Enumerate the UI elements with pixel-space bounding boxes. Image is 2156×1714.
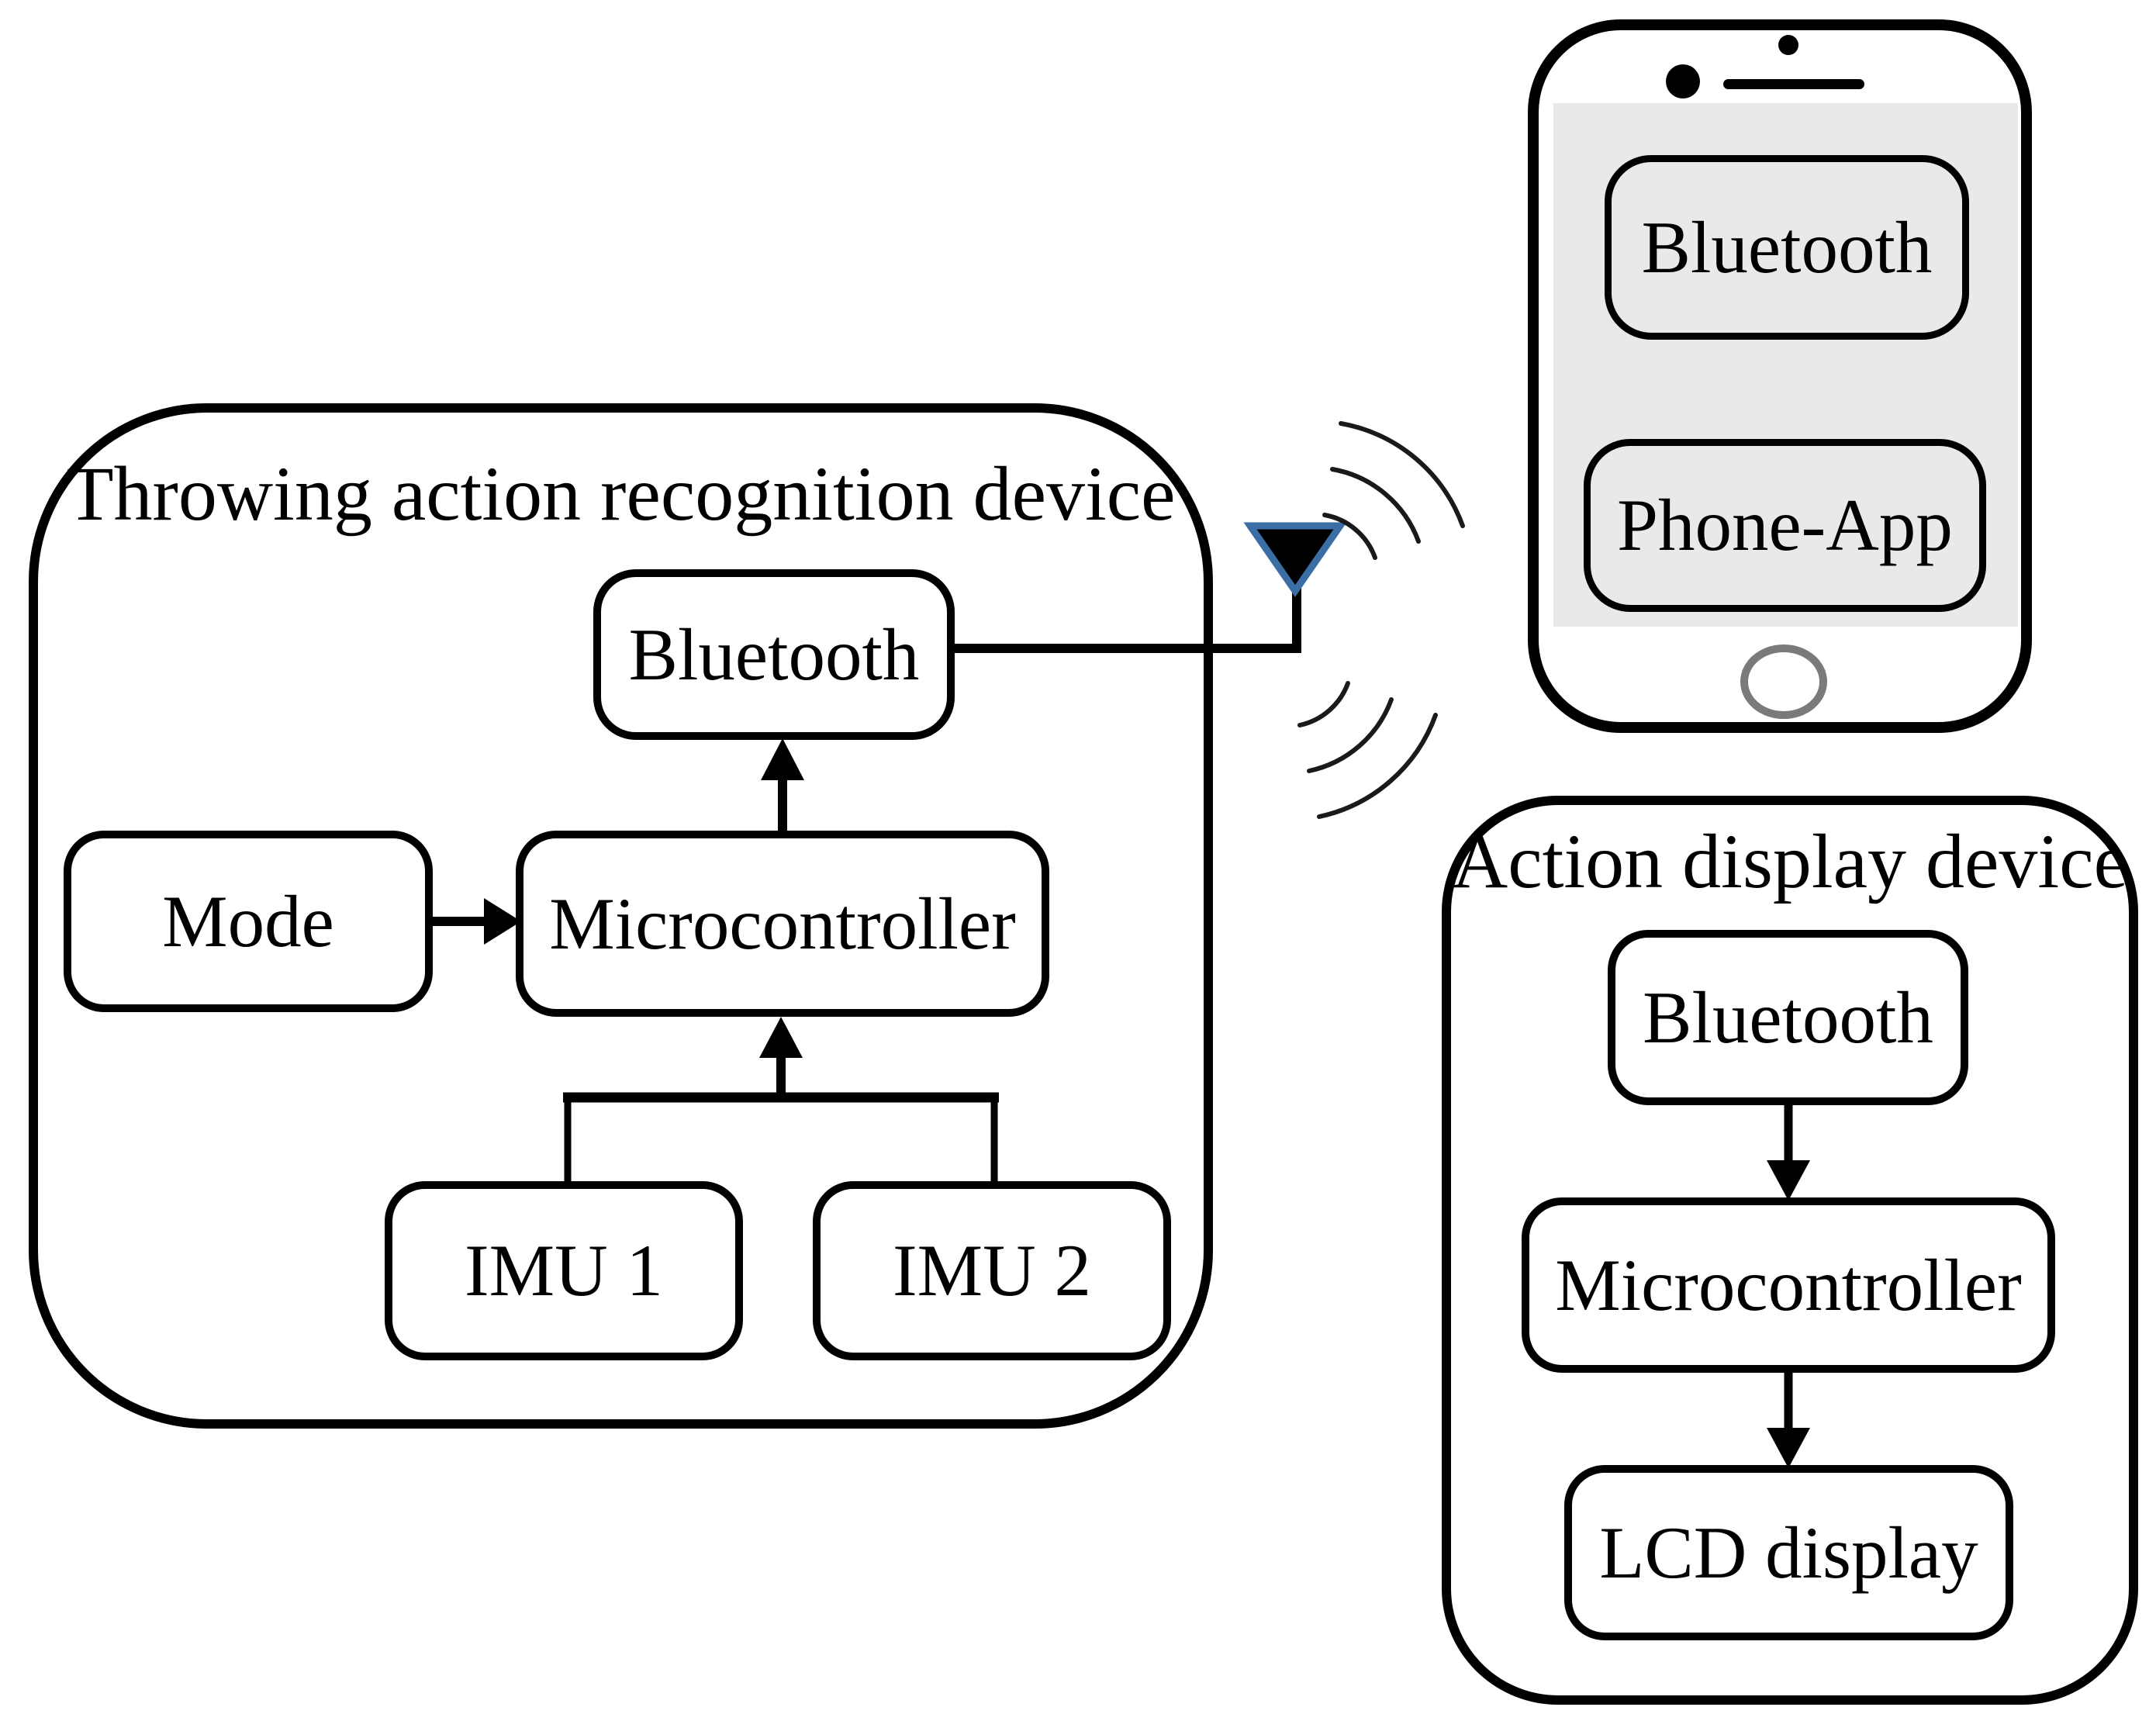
box-lcd-display: LCD display (1564, 1465, 2013, 1640)
phone-home-button (1740, 644, 1827, 719)
box-microcontroller-right: Microcontroller (1522, 1197, 2055, 1373)
box-microcontroller-right-label: Microcontroller (1555, 1243, 2022, 1326)
phone-speaker-icon (1723, 79, 1864, 89)
box-bluetooth-right: Bluetooth (1608, 930, 1968, 1105)
box-imu1-label: IMU 1 (465, 1229, 663, 1311)
box-imu2: IMU 2 (813, 1181, 1171, 1360)
phone-camera-dot-icon (1778, 35, 1798, 55)
box-bluetooth-phone-label: Bluetooth (1641, 206, 1933, 289)
antenna-icon (1243, 522, 1347, 597)
box-bluetooth-left-label: Bluetooth (628, 613, 920, 696)
action-display-device-title: Action display device (1452, 818, 2128, 904)
wireless-signal-arcs-upper-icon (1322, 421, 1465, 560)
box-mode-label: Mode (162, 879, 334, 962)
box-microcontroller-left: Microcontroller (516, 831, 1049, 1017)
box-bluetooth-left: Bluetooth (593, 569, 955, 740)
action-display-device-outline (1442, 796, 2138, 1705)
box-mode: Mode (64, 831, 433, 1012)
box-bluetooth-phone: Bluetooth (1605, 155, 1969, 340)
box-phone-app: Phone-App (1584, 439, 1986, 612)
wireless-signal-arcs-lower-icon (1297, 681, 1438, 819)
box-bluetooth-right-label: Bluetooth (1643, 976, 1933, 1059)
phone-front-camera-icon (1666, 64, 1700, 98)
box-imu2-label: IMU 2 (893, 1229, 1091, 1311)
box-lcd-display-label: LCD display (1599, 1511, 1978, 1594)
throwing-device-title: Throwing action recognition device (66, 451, 1176, 537)
box-phone-app-label: Phone-App (1617, 484, 1953, 566)
box-microcontroller-left-label: Microcontroller (549, 882, 1016, 965)
throwing-device-outline (29, 403, 1213, 1429)
box-imu1: IMU 1 (385, 1181, 743, 1360)
